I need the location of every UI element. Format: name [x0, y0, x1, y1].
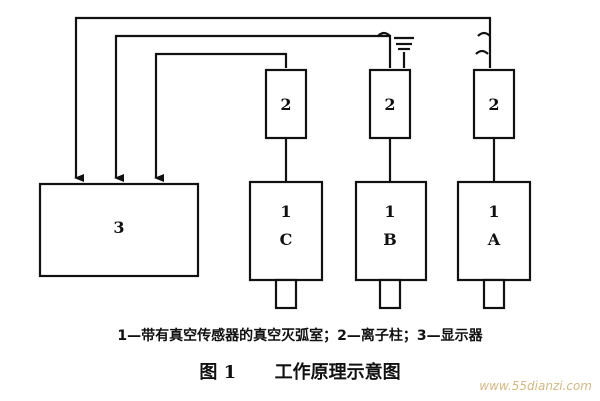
interrupter-stem: [378, 278, 402, 310]
column-a: 2 1 A: [456, 68, 532, 310]
interrupter-box: [456, 180, 532, 282]
legend-text: 1—带有真空传感器的真空灭弧室；2—离子柱；3—显示器: [117, 328, 483, 344]
interrupter-phase: A: [487, 230, 501, 249]
interrupter-stem: [274, 278, 298, 310]
interrupter-phase: C: [280, 230, 293, 249]
interrupter-number: 1: [384, 202, 395, 221]
ion-column-label: 2: [488, 95, 499, 114]
interrupter-phase: B: [383, 230, 397, 249]
wire-middle: [114, 34, 392, 182]
wire-outer: [74, 16, 492, 182]
ion-column-label: 2: [280, 95, 291, 114]
display-box: [38, 182, 200, 278]
column-b: 2 1 B: [354, 68, 428, 310]
wire-inner: [154, 52, 288, 182]
ion-column-label: 2: [384, 95, 395, 114]
figure-caption: 图 1 工作原理示意图: [0, 358, 600, 384]
display-label: 3: [113, 218, 124, 237]
watermark: www.55dianzi.com: [479, 379, 592, 393]
ion-column-box: [472, 68, 516, 140]
interrupter-number: 1: [488, 202, 499, 221]
figure-title: 工作原理示意图: [274, 362, 401, 383]
ground-symbol: [394, 36, 414, 68]
column-c: 2 1 C: [248, 68, 324, 310]
ion-column-box: [264, 68, 308, 140]
figure-number: 图 1: [199, 362, 237, 383]
interrupter-stem: [482, 278, 506, 310]
interrupter-box: [354, 180, 428, 282]
signal-wires: [74, 16, 492, 182]
ion-column-box: [368, 68, 412, 140]
interrupter-number: 1: [280, 202, 291, 221]
